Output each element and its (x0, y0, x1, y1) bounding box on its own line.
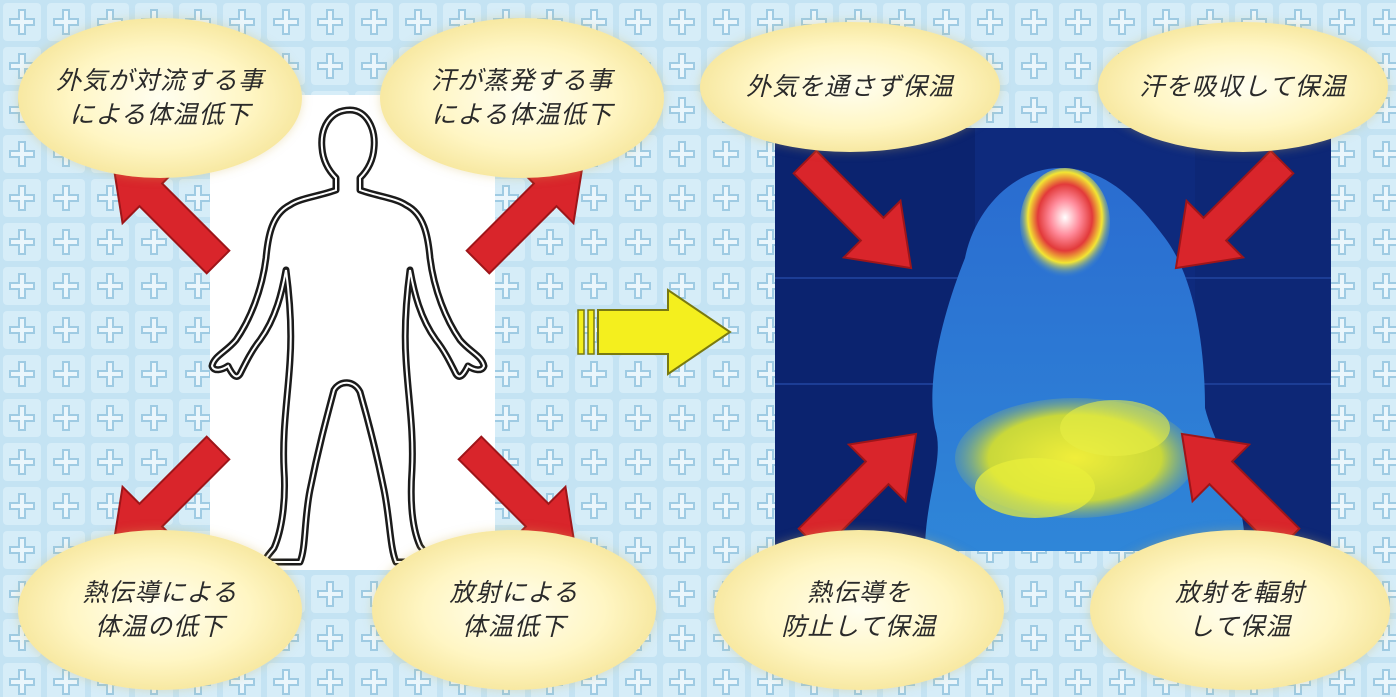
label-line: 外気が対流する事 (55, 66, 264, 95)
label-absorb-sweat: 汗を吸収して保温 (1098, 22, 1388, 152)
label-evaporation-heat-loss: 汗が蒸発する事 による体温低下 (380, 18, 664, 178)
label-line: 熱伝導による (82, 578, 238, 607)
yellow-right-arrow-icon (577, 288, 732, 376)
label-convection-heat-loss: 外気が対流する事 による体温低下 (18, 18, 302, 178)
label-line: 防止して保温 (781, 612, 937, 641)
label-line: 外気を通さず保温 (745, 72, 954, 101)
label-line: 汗が蒸発する事 (430, 66, 613, 95)
label-reflect-radiation: 放射を輻射 して保温 (1090, 530, 1390, 690)
label-line: 体温の低下 (94, 612, 225, 641)
label-line: による体温低下 (431, 100, 613, 129)
label-prevent-conduction: 熱伝導を 防止して保温 (714, 530, 1004, 690)
label-line: 汗を吸収して保温 (1139, 72, 1347, 101)
arrow-in-top-right (1146, 132, 1312, 298)
label-block-outside-air: 外気を通さず保温 (700, 22, 1000, 152)
label-line: 放射による (449, 578, 579, 607)
label-line: 放射を輻射 (1174, 578, 1305, 607)
arrow-in-top-left (775, 132, 941, 298)
label-line: 体温低下 (461, 612, 566, 641)
label-radiation-heat-loss: 放射による 体温低下 (372, 530, 656, 690)
label-line: して保温 (1188, 612, 1292, 641)
label-line: 熱伝導を (806, 578, 911, 607)
label-conduction-heat-loss: 熱伝導による 体温の低下 (18, 530, 302, 690)
label-line: による体温低下 (69, 100, 251, 129)
